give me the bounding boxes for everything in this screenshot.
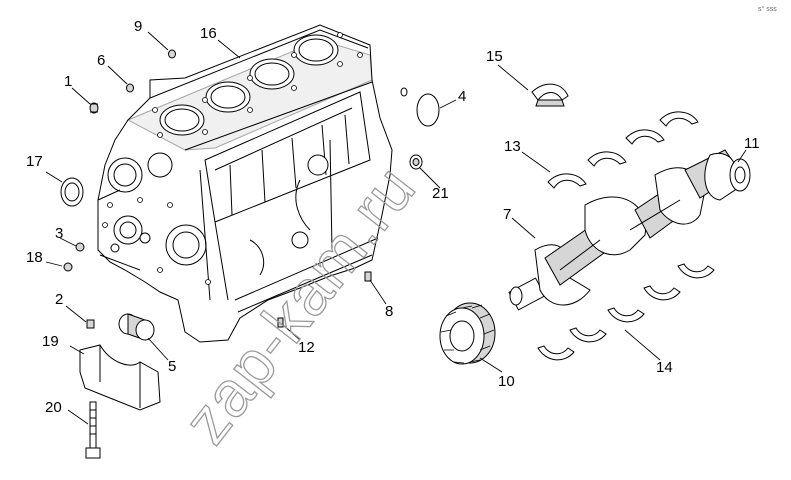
part-plug-6 [126, 83, 134, 93]
callout-17: 17 [26, 153, 43, 170]
callout-14: 14 [656, 359, 673, 376]
corner-mark: s° sss [758, 5, 777, 13]
callout-19: 19 [42, 333, 59, 350]
callout-18: 18 [26, 249, 43, 266]
part-main-bearing-cap-19 [79, 344, 161, 411]
callout-8: 8 [385, 303, 393, 320]
part-seal-ring-17 [60, 177, 84, 207]
leader-lines [45, 31, 747, 425]
callout-4: 4 [458, 88, 466, 105]
upper-bearing-shells-13 [547, 111, 699, 189]
part-plug-21 [409, 154, 423, 170]
callout-21: 21 [432, 185, 449, 202]
callout-20: 20 [45, 399, 62, 416]
crankshaft [508, 149, 751, 311]
callout-5: 5 [168, 358, 176, 375]
part-dowel-8 [364, 271, 372, 282]
callout-13: 13 [504, 138, 521, 155]
part-bushing-5 [118, 313, 155, 341]
thrust-bearing-15 [531, 83, 569, 107]
callout-3: 3 [55, 225, 63, 242]
callout-2: 2 [55, 291, 63, 308]
callout-12: 12 [298, 339, 315, 356]
callout-16: 16 [200, 25, 217, 42]
engine-block [97, 24, 393, 343]
callout-6: 6 [97, 52, 105, 69]
part-plug-1 [89, 102, 99, 114]
lower-bearing-shells-14 [537, 263, 715, 361]
crankshaft-gear [439, 302, 496, 365]
part-plug-18 [63, 262, 73, 272]
part-bolt-20 [85, 401, 101, 459]
callout-10: 10 [498, 373, 515, 390]
callout-1: 1 [64, 73, 72, 90]
callout-9: 9 [134, 18, 142, 35]
part-dowel-2 [86, 319, 95, 329]
callout-7: 7 [503, 206, 511, 223]
callout-15: 15 [486, 48, 503, 65]
part-cup-plug-4 [400, 87, 440, 127]
part-plug-9 [168, 49, 176, 59]
callout-11: 11 [744, 135, 760, 152]
part-plug-3 [75, 242, 85, 252]
callout-numbers: 1 2 3 4 5 6 7 8 9 10 11 12 13 14 15 16 1… [26, 18, 760, 416]
part-pin-12 [277, 317, 284, 328]
